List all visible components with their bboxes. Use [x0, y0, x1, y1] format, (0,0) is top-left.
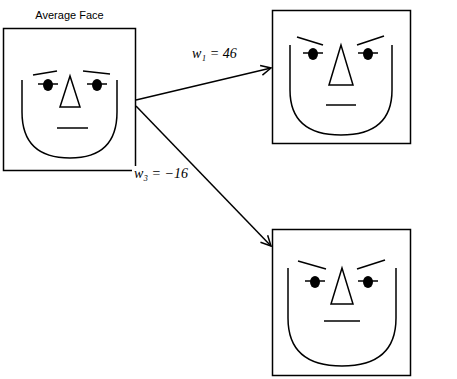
eye	[43, 79, 53, 91]
eye	[92, 79, 102, 91]
mouth	[326, 104, 356, 106]
eyebrow	[357, 260, 385, 269]
eyebrow	[298, 261, 326, 269]
eye	[363, 276, 373, 288]
face-panel: Average Face	[3, 8, 136, 22]
nose	[331, 268, 353, 304]
eye	[310, 276, 320, 288]
nose	[60, 76, 80, 107]
face-frame	[273, 11, 411, 144]
mouth	[57, 127, 88, 129]
face-outline	[22, 80, 117, 158]
weight-label: w₁ = 46	[190, 46, 239, 62]
nose	[329, 45, 353, 85]
eyebrow	[83, 71, 110, 74]
weight-label: w₃ = −16	[132, 166, 190, 182]
arrow	[136, 68, 271, 100]
average-face-frame	[4, 29, 136, 171]
eyebrow	[33, 71, 57, 75]
face-outline	[288, 268, 396, 366]
face-outline	[290, 45, 392, 135]
panel-heading: Average Face	[3, 8, 136, 22]
eyebrow	[297, 37, 323, 45]
mouth	[324, 320, 360, 322]
eyebrow	[357, 36, 384, 45]
eye	[363, 48, 373, 60]
face-frame	[273, 230, 411, 376]
eye	[308, 48, 318, 60]
